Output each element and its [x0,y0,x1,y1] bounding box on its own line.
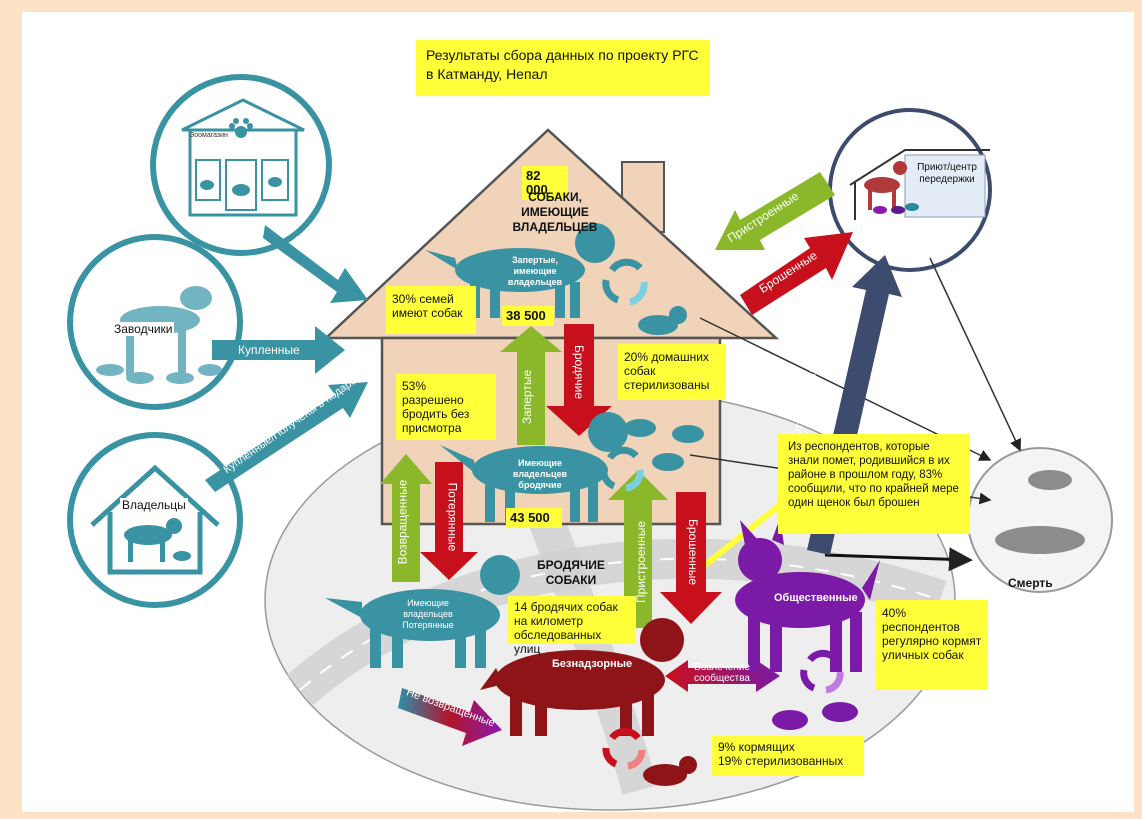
puppy-unowned [643,756,697,786]
fact-litter: Из респондентов, которые знали помет, ро… [778,434,970,534]
death-label: Смерть [1008,576,1053,590]
death-circle [967,447,1113,593]
owners-house-icon [90,464,220,575]
shelter-label: Приют/центр передержки [917,162,977,185]
dog-unowned [480,618,684,736]
arrow-bought-1 [263,225,368,303]
arrow-label-adopted-mid: Пристроенные [634,520,649,604]
connector-community-death [824,547,973,572]
owned-label: СОБАКИ, ИМЕЮЩИЕ ВЛАДЕЛЬЦЕВ [512,190,598,234]
arrow-returned [380,454,432,582]
lost-owned-label: Имеющие владельцев Потерянные [402,598,454,630]
pet-shop-label: Зоомагазин [190,132,228,139]
arrow-bought-2 [212,326,345,374]
owners-label: Владельцы [120,498,188,512]
confined-count: 38 500 [502,306,554,326]
unowned-label: Безнадзорные [552,658,633,670]
arrow-lost [420,462,478,580]
pet-shop-icon [181,98,305,217]
shelter-icon [849,149,990,220]
puppy-house [638,306,687,335]
owned-count: 82 000 [522,166,568,200]
fact-density: 14 бродячих собак на километр обследован… [508,596,636,656]
title-box: Результаты сбора данных по проекту РГС в… [416,40,710,96]
community-dogs-label: Общественные [774,592,858,604]
arrow-label-returned: Возвращенные [395,479,410,565]
arrow-abandoned-mid [660,492,722,624]
roaming-owned-label: Имеющие владельцев бродячие [512,458,568,490]
arrow-label-community: Вовлечение сообщества [694,662,750,684]
cycle-icon-unowned [602,727,646,770]
dog-lost-owned [325,555,520,668]
fact-lactating: 9% кормящих 19% стерилизованных [712,736,864,776]
dog-roaming-owned [440,412,628,522]
fact-feeding: 40% респондентов регулярно кормят уличны… [876,600,988,690]
cycle-icon-roaming [600,446,644,492]
arrow-abandoned-top [740,232,853,315]
cycle-icon-community [800,649,844,694]
puppies-roaming [624,419,704,471]
pet-shop-circle [150,74,332,256]
confined-owned-label: Запертые, имеющие владельцев [507,255,563,287]
dead-dog-silhouette-2 [995,526,1085,554]
connector-shelter-death [929,257,1021,452]
arrow-label-roaming: Бродячие [572,344,587,400]
fact-free-roam: 53% разрешено бродить без присмотра [396,374,496,440]
road-marking [299,557,941,691]
arrow-adopted-mid [608,470,668,628]
arrow-label-lost: Потерянные [445,482,460,552]
breeders-label: Заводчики [112,322,175,336]
arrow-bought-3 [205,382,368,492]
arrow-label-confined: Запертые [520,369,535,425]
fact-households: 30% семей имеют собак [386,286,476,334]
connector-litter-note [703,502,782,568]
roaming-owned-count: 43 500 [506,508,562,528]
arrow-label-abandoned-mid: Брошенные [686,518,701,586]
fact-lactating-line-1: 9% кормящих [718,740,795,754]
arrow-roaming [546,324,612,436]
arrow-adopted-top [715,172,835,250]
arrow-label-bought-2: Купленные [238,343,300,357]
arrow-not-returned [398,688,502,746]
fact-lactating-line-2: 19% стерилизованных [718,754,844,768]
fact-sterilized: 20% домашних собак стерилизованы [618,344,726,400]
dead-dog-silhouette-1 [1028,470,1072,490]
arrow-confined [500,326,562,445]
cycle-icon-confined [602,258,648,306]
roaming-dogs-label: БРОДЯЧИЕ СОБАКИ [537,558,605,587]
